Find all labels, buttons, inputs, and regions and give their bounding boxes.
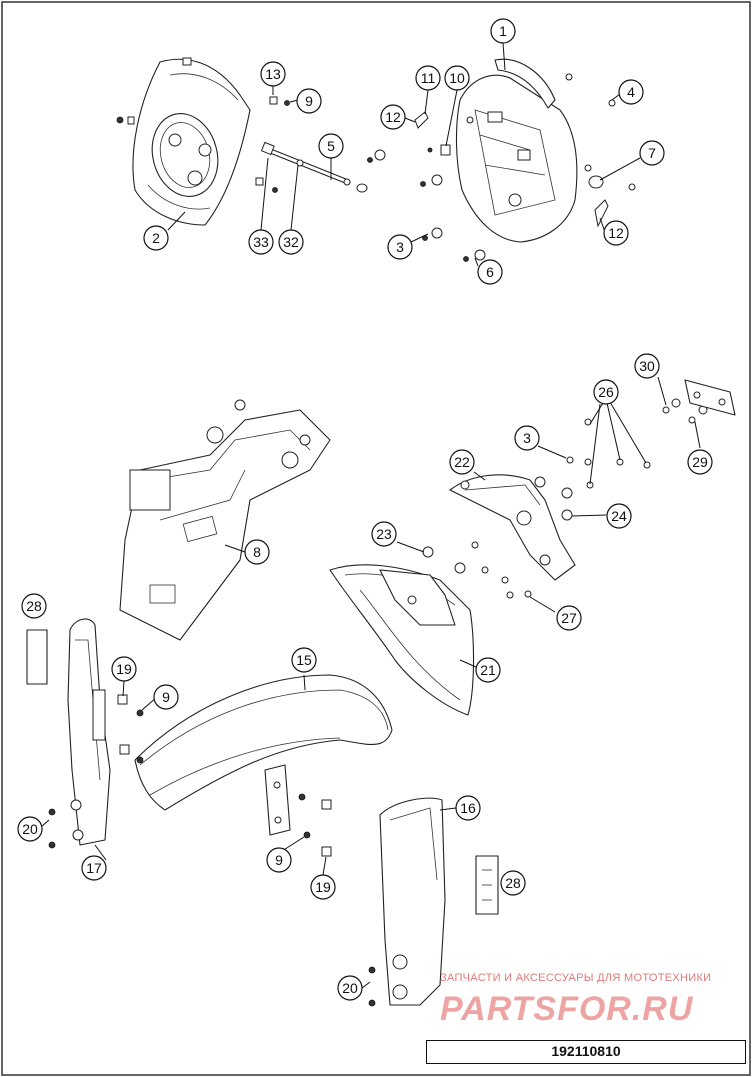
rear-tray-part [119,399,331,641]
callout-13: 13 [260,61,286,87]
callout-3b: 3 [514,425,540,451]
callout-28a-label: 28 [26,598,42,614]
callout-17: 17 [81,855,107,881]
callout-3-label: 3 [396,239,404,255]
callout-32: 32 [278,229,304,255]
callout-9a: 9 [296,88,322,114]
callout-23: 23 [371,521,397,547]
callout-9b: 9 [153,684,179,710]
callout-30-label: 30 [639,358,655,374]
callout-19b: 19 [310,874,336,900]
callout-12b: 12 [603,220,629,246]
callout-3: 3 [387,234,413,260]
callout-26: 26 [593,379,619,405]
drawing-number-box: 192110810 [426,1040,746,1064]
callout-12b-label: 12 [608,225,624,241]
callout-28a: 28 [21,593,47,619]
callout-11-label: 11 [421,70,436,86]
callout-9a-label: 9 [305,93,313,109]
right-fork-guard-part [379,797,446,1006]
reflector-plate-part [684,379,736,416]
headlight-mask-part [132,57,251,226]
callout-16: 16 [455,795,481,821]
callout-9b-label: 9 [162,689,170,705]
callout-12a: 12 [380,104,406,130]
callout-23-label: 23 [376,526,392,542]
callout-19a: 19 [111,656,137,682]
callout-32-label: 32 [283,234,299,250]
callout-24: 24 [606,503,632,529]
headlight-carrier-part [455,58,578,243]
callout-27: 27 [556,605,582,631]
callout-6-label: 6 [486,264,494,280]
callout-19b-label: 19 [315,879,331,895]
callout-19a-label: 19 [116,661,132,677]
callout-7: 7 [639,140,665,166]
callout-28b-label: 28 [505,875,521,891]
callout-11: 11 [415,65,441,91]
callout-2-label: 2 [152,230,160,246]
callout-4: 4 [618,79,644,105]
callout-21: 21 [475,657,501,683]
callout-20a: 20 [17,816,43,842]
sticker-part [26,629,499,915]
rear-mudguard-part [329,564,475,716]
callout-2: 2 [143,225,169,251]
callout-4-label: 4 [627,84,635,100]
callout-7-label: 7 [648,145,656,161]
callout-5: 5 [318,133,344,159]
callout-13-label: 13 [265,66,281,82]
left-fork-guard-part [67,618,111,846]
callout-17-label: 17 [86,860,102,876]
front-mudguard-part [134,674,393,836]
shaft-assembly [260,141,368,193]
callout-16-label: 16 [460,800,476,816]
callout-20b: 20 [337,975,363,1001]
callout-21-label: 21 [480,662,496,678]
watermark-tagline: ЗАПЧАСТИ И АКСЕССУАРЫ ДЛЯ МОТОТЕХНИКИ [440,972,712,984]
mask-hardware [116,96,290,193]
callout-22-label: 22 [454,454,470,470]
callout-27-label: 27 [561,610,577,626]
callout-26-label: 26 [598,384,614,400]
callout-1-label: 1 [499,23,507,39]
carrier-hardware [367,73,636,262]
callout-9c: 9 [266,847,292,873]
leader-lines [40,42,701,989]
callout-29: 29 [687,449,713,475]
mudguard-hardware [48,694,376,1007]
callout-20a-label: 20 [22,821,38,837]
callout-5-label: 5 [327,138,335,154]
callout-15-label: 15 [296,652,312,668]
callout-30: 30 [634,353,660,379]
tail-bracket-part [449,474,576,581]
callout-12a-label: 12 [385,109,401,125]
callout-1: 1 [490,18,516,44]
callout-9c-label: 9 [275,852,283,868]
callout-3b-label: 3 [523,430,531,446]
callout-6: 6 [477,259,503,285]
callout-29-label: 29 [692,454,708,470]
callout-10: 10 [444,65,470,91]
callout-33-label: 33 [253,234,269,250]
callout-10-label: 10 [449,70,465,86]
callout-24-label: 24 [611,508,627,524]
watermark-brand: PARTSFOR.RU [440,990,694,1028]
callout-20b-label: 20 [342,980,358,996]
callout-8: 8 [244,539,270,565]
callout-22: 22 [449,449,475,475]
callout-8-label: 8 [253,544,261,560]
tail-hardware [422,398,708,599]
callout-28b: 28 [500,870,526,896]
callout-15: 15 [291,647,317,673]
callout-33: 33 [248,229,274,255]
